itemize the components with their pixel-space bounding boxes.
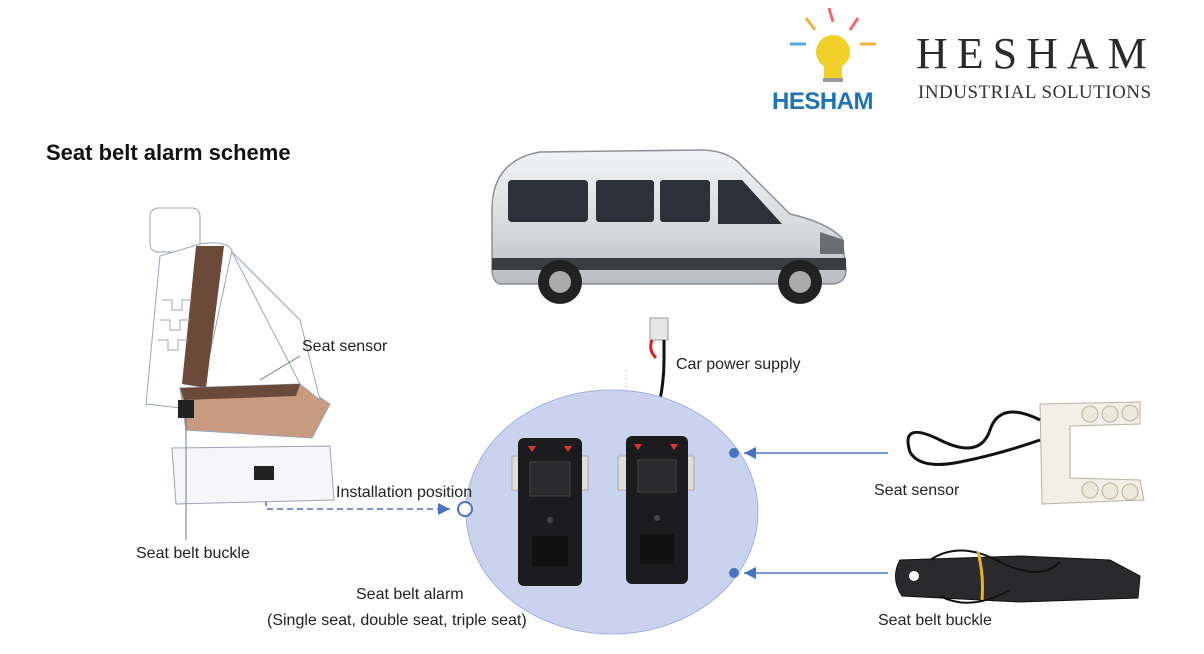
seat-sensor-image: [906, 401, 1145, 505]
car-seat-image: [145, 207, 335, 540]
label-seat-sensor-right: Seat sensor: [874, 482, 960, 499]
logo-brand-word: HESHAM: [772, 88, 874, 115]
label-seat-belt-buckle-left: Seat belt buckle: [136, 545, 250, 562]
label-installation-position: Installation position: [336, 484, 473, 501]
logo-brand-main: HESHAM: [916, 29, 1156, 78]
alarm-unit-icon: [617, 436, 695, 584]
alarm-area-circle: [465, 389, 759, 635]
logo-brand-sub: INDUSTRIAL SOLUTIONS: [918, 82, 1152, 103]
sensor-connection-dot: [729, 448, 739, 458]
van-image: [491, 149, 847, 304]
label-car-power-supply: Car power supply: [676, 356, 801, 373]
label-seat-belt-alarm: Seat belt alarm: [356, 586, 464, 603]
installation-position-marker: [457, 501, 473, 517]
label-seat-belt-alarm-note: (Single seat, double seat, triple seat): [267, 612, 527, 629]
seat-belt-buckle-image: [895, 549, 1141, 604]
alarm-unit-icon: [511, 438, 589, 586]
diagram-title: Seat belt alarm scheme: [46, 140, 291, 165]
label-seat-sensor-left: Seat sensor: [302, 338, 388, 355]
logo-bulb-icon: [790, 7, 876, 82]
buckle-connection-dot: [729, 568, 739, 578]
label-seat-belt-buckle-right: Seat belt buckle: [878, 612, 992, 629]
